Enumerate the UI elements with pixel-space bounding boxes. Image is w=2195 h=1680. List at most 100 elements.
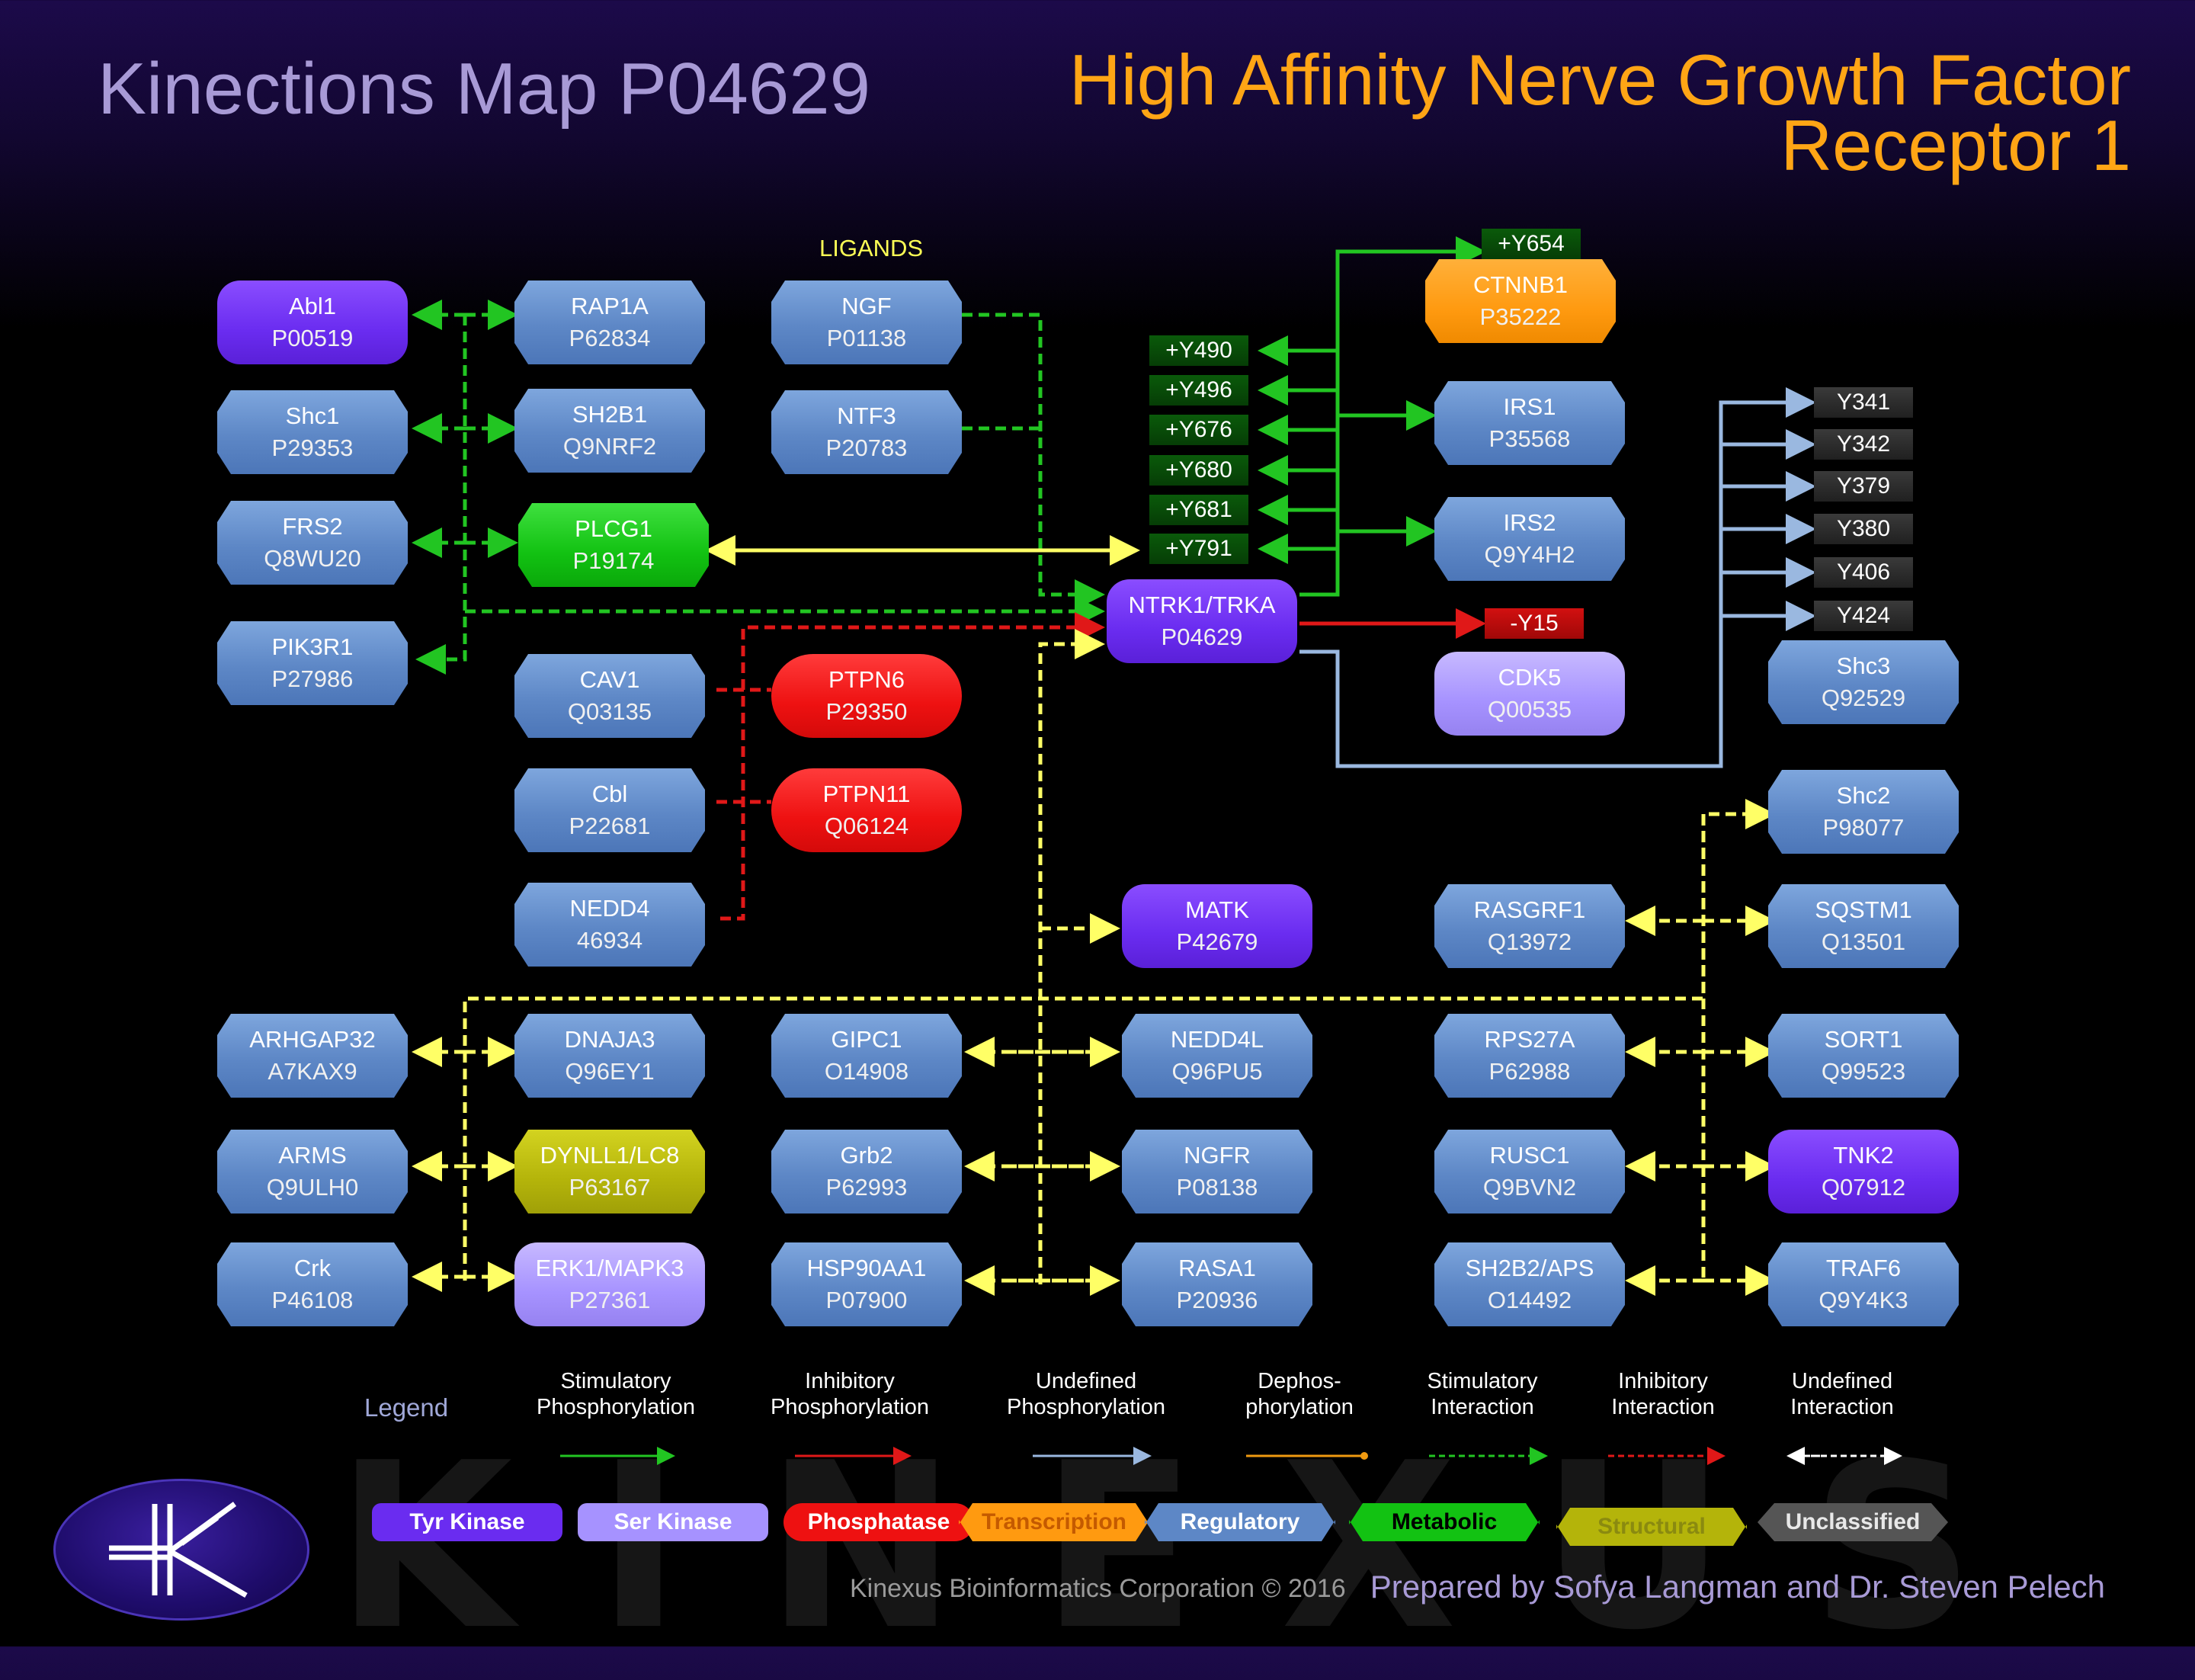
node-accession: Q9NRF2 <box>562 433 657 460</box>
node-name: IRS1 <box>1503 393 1556 420</box>
node-name: MATK <box>1185 896 1249 923</box>
kinexus-logo <box>53 1479 309 1621</box>
node-ntrk1-trka[interactable]: NTRK1/TRKA P04629 <box>1107 579 1297 663</box>
node-accession: Q96EY1 <box>565 1058 655 1085</box>
site-y681: +Y681 <box>1149 495 1248 525</box>
connection-lines <box>412 236 1902 1465</box>
node-accession: P00519 <box>271 325 354 351</box>
legend-chip-regulatory: Regulatory <box>1145 1503 1335 1541</box>
legend-chip-structural: Structural <box>1556 1508 1747 1546</box>
node-accession: Q07912 <box>1821 1174 1906 1201</box>
map-title: Kinections Map P04629 <box>98 48 870 130</box>
node-accession: Q13501 <box>1821 928 1906 955</box>
node-name: SQSTM1 <box>1815 896 1912 923</box>
legend-label-line1: Inhibitory <box>1618 1369 1708 1393</box>
node-accession: P20783 <box>825 434 908 461</box>
site-y424: Y424 <box>1814 601 1913 631</box>
legend-label-line2: phorylation <box>1245 1395 1354 1419</box>
node-accession: Q9ULH0 <box>266 1174 359 1201</box>
site-y379: Y379 <box>1814 471 1913 502</box>
node-name: ARHGAP32 <box>249 1026 376 1053</box>
node-accession: P29350 <box>825 698 908 725</box>
legend-label-line1: Dephos- <box>1258 1369 1341 1393</box>
node-name: Shc2 <box>1836 782 1891 809</box>
legend-label-line2: Interaction <box>1431 1395 1534 1419</box>
site-y15: -Y15 <box>1485 608 1584 639</box>
node-accession: 46934 <box>576 927 643 954</box>
legend-label-line2: Interaction <box>1790 1395 1894 1419</box>
node-name: CDK5 <box>1498 664 1562 691</box>
legend-chip-ser-kinase: Ser Kinase <box>578 1503 768 1541</box>
node-name: DNAJA3 <box>564 1026 655 1053</box>
node-accession: P62993 <box>825 1174 908 1201</box>
node-name: CTNNB1 <box>1472 271 1568 298</box>
legend-chip-unclassified: Unclassified <box>1758 1503 1948 1541</box>
node-accession: P46108 <box>271 1287 354 1313</box>
prepared-by: Prepared by Sofya Langman and Dr. Steven… <box>1370 1569 2105 1605</box>
node-accession: O14492 <box>1487 1287 1572 1313</box>
node-name: RASA1 <box>1178 1255 1256 1281</box>
node-name: RPS27A <box>1484 1026 1575 1053</box>
node-name: TNK2 <box>1833 1142 1894 1169</box>
node-name: Cbl <box>591 781 628 807</box>
node-name: Crk <box>293 1255 332 1281</box>
node-name: NTF3 <box>837 402 896 429</box>
node-accession: A7KAX9 <box>268 1058 357 1085</box>
node-accession: P01138 <box>826 325 907 351</box>
node-name: NGFR <box>1184 1142 1251 1169</box>
site-y496: +Y496 <box>1149 375 1248 406</box>
site-y680: +Y680 <box>1149 455 1248 486</box>
protein-title-line1: High Affinity Nerve Growth Factor <box>1069 40 2131 120</box>
site-y342: Y342 <box>1814 429 1913 460</box>
node-accession: P07900 <box>825 1287 908 1313</box>
node-accession: P98077 <box>1822 814 1905 841</box>
node-accession: P27361 <box>569 1287 651 1313</box>
node-accession: P63167 <box>569 1174 651 1201</box>
node-name: IRS2 <box>1503 509 1556 536</box>
